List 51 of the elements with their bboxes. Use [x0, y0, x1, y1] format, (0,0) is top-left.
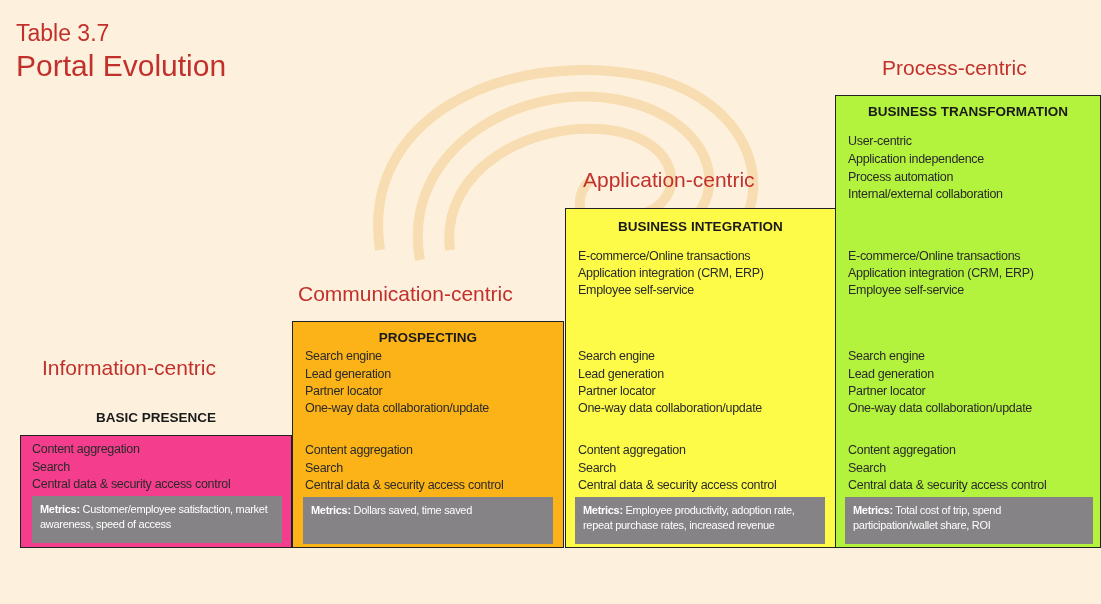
category-heading: Application-centric	[583, 168, 755, 192]
list-item: Application independence	[848, 152, 984, 167]
category-heading: Communication-centric	[298, 282, 513, 306]
list-item: Search engine	[578, 349, 655, 364]
list-item: Lead generation	[305, 367, 391, 382]
list-item: Partner locator	[578, 384, 656, 399]
list-item: User-centric	[848, 134, 912, 149]
column-heading: PROSPECTING	[377, 330, 479, 346]
category-heading: Process-centric	[882, 56, 1027, 80]
metrics-box: Metrics: Dollars saved, time saved	[303, 497, 553, 544]
list-item: Internal/external collaboration	[848, 187, 1003, 202]
list-item: Search	[305, 461, 343, 476]
list-item: Search	[578, 461, 616, 476]
list-item: Content aggregation	[578, 443, 686, 458]
list-item: Search	[848, 461, 886, 476]
title: Portal Evolution	[16, 48, 227, 84]
list-item: E-commerce/Online transactions	[578, 249, 751, 264]
list-item: Content aggregation	[32, 442, 140, 457]
list-item: One-way data collaboration/update	[848, 401, 1032, 416]
list-item: Lead generation	[848, 367, 934, 382]
list-item: Search	[32, 460, 70, 475]
list-item: E-commerce/Online transactions	[848, 249, 1021, 264]
list-item: One-way data collaboration/update	[305, 401, 489, 416]
list-item: Employee self-service	[848, 283, 964, 298]
column-heading: BASIC PRESENCE	[95, 410, 217, 426]
list-item: Application integration (CRM, ERP)	[848, 266, 1034, 281]
metrics-box: Metrics: Customer/employee satisfaction, market awareness, speed of access	[32, 496, 282, 543]
table-number: Table 3.7	[16, 20, 110, 47]
list-item: Central data & security access control	[32, 477, 231, 492]
list-item: Search engine	[848, 349, 925, 364]
list-item: Employee self-service	[578, 283, 694, 298]
list-item: Search engine	[305, 349, 382, 364]
column-box	[835, 95, 1101, 548]
column-heading: BUSINESS TRANSFORMATION	[867, 104, 1069, 120]
list-item: Content aggregation	[305, 443, 413, 458]
list-item: Lead generation	[578, 367, 664, 382]
metrics-box: Metrics: Employee productivity, adoption rate, repeat purchase rates, increased revenue	[575, 497, 825, 544]
column-box	[565, 208, 836, 548]
category-heading: Information-centric	[42, 356, 216, 380]
list-item: One-way data collaboration/update	[578, 401, 762, 416]
list-item: Partner locator	[848, 384, 926, 399]
list-item: Central data & security access control	[305, 478, 504, 493]
list-item: Process automation	[848, 170, 954, 185]
list-item: Partner locator	[305, 384, 383, 399]
list-item: Content aggregation	[848, 443, 956, 458]
column-heading: BUSINESS INTEGRATION	[617, 219, 784, 235]
list-item: Central data & security access control	[578, 478, 777, 493]
list-item: Central data & security access control	[848, 478, 1047, 493]
list-item: Application integration (CRM, ERP)	[578, 266, 764, 281]
column-box	[292, 321, 564, 548]
metrics-box: Metrics: Total cost of trip, spend participation/wallet share, ROI	[845, 497, 1093, 544]
